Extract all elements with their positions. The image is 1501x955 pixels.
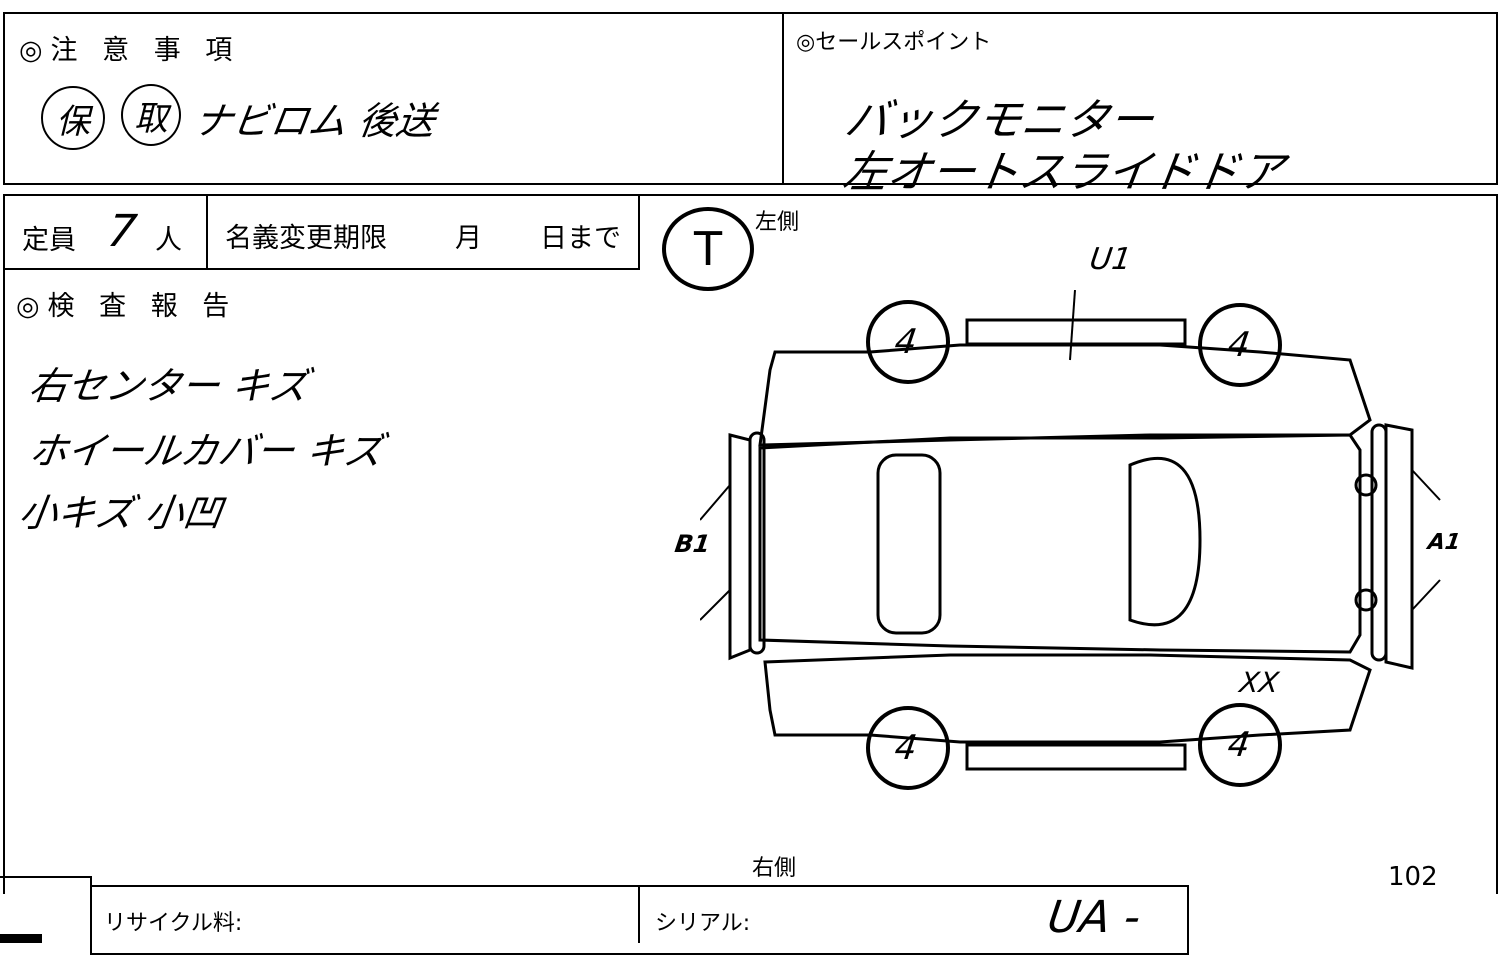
sales-points-section: ◎セールスポイント バックモニター 左オートスライドドア (782, 12, 1498, 198)
notes-handwritten: ナビロム 後送 (191, 99, 438, 143)
recycle-label: リサイクル料: (104, 911, 243, 936)
grade-stamp: T (662, 207, 754, 291)
footer-step-line (0, 876, 92, 878)
inspection-heading: ◎検 査 報 告 (16, 291, 238, 322)
name-change-day: 日まで (540, 223, 621, 254)
mark-right-rear: XX (1237, 666, 1281, 699)
capacity-unit: 人 (155, 225, 182, 256)
front-bumper (748, 431, 766, 655)
car-diagram (700, 290, 1441, 790)
inspection-section (3, 194, 1498, 894)
rear-bumper (1370, 423, 1388, 662)
wheel-fr (866, 706, 950, 790)
wheel-fl (866, 300, 950, 384)
mark-left-door: U1 (1087, 242, 1134, 277)
inspection-line: 小キズ 小凹 (16, 491, 225, 535)
right-step (965, 743, 1187, 771)
lamp (1354, 473, 1378, 497)
left-side-body (758, 343, 1372, 447)
rear-edge (1384, 423, 1414, 670)
page-number: 102 (1388, 862, 1438, 892)
lamp (1354, 588, 1378, 612)
info-row (3, 194, 640, 270)
name-change-label: 名義変更期限 (225, 223, 387, 254)
stamp-insurance: 保 (41, 86, 105, 150)
top-body (758, 433, 1362, 654)
serial-value: UA - (1044, 892, 1144, 943)
divider (206, 194, 208, 270)
rear-window (1128, 456, 1202, 627)
divider (638, 885, 640, 943)
right-side-label: 右側 (752, 856, 797, 881)
wheel-rr (1198, 703, 1282, 787)
mark-front: B1 (673, 530, 712, 558)
name-change-month: 月 (455, 223, 482, 254)
mark-rear: A1 (1426, 530, 1463, 555)
left-side-label: 左側 (755, 210, 800, 235)
right-side-body (763, 653, 1372, 744)
sales-points-heading: ◎セールスポイント (796, 30, 992, 55)
wheel-rl (1198, 303, 1282, 387)
footer-corner-mark (0, 934, 42, 943)
notes-section: ◎注 意 事 項 保 取 ナビロム 後送 (3, 12, 784, 185)
notes-heading: ◎注 意 事 項 (19, 35, 241, 66)
front-edge (728, 433, 752, 661)
capacity-label: 定員 (22, 225, 76, 256)
inspection-line: ホイールカバー キズ (26, 429, 386, 473)
left-step (965, 318, 1187, 346)
stamp-manual: 取 (121, 84, 181, 146)
sales-point-line: 左オートスライドドア (839, 147, 1287, 198)
inspection-line: 右センター キズ (26, 364, 311, 408)
serial-label: シリアル: (655, 911, 751, 936)
windshield (876, 453, 942, 635)
